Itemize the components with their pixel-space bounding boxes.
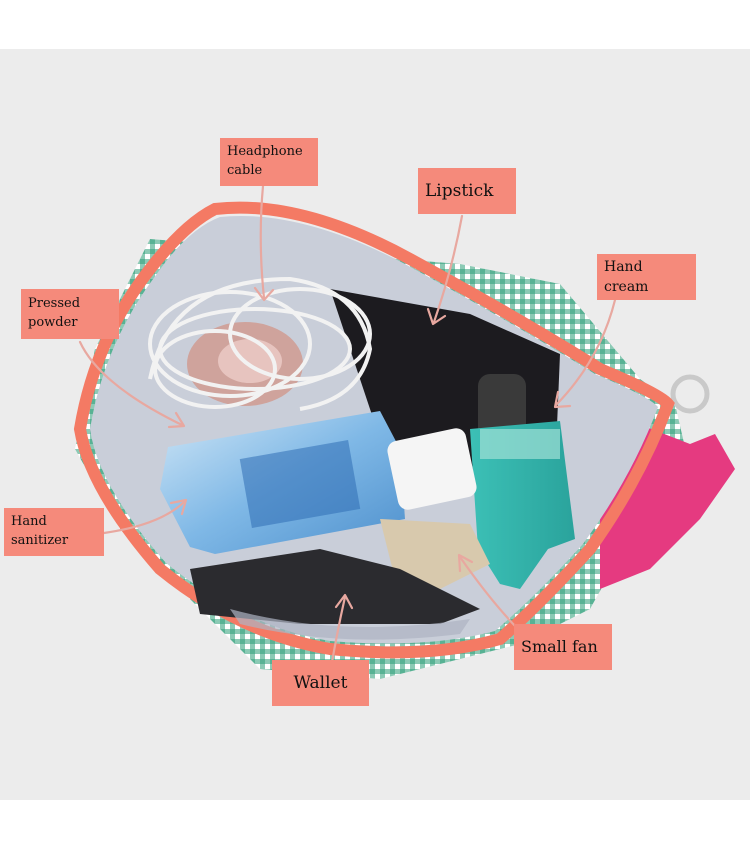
label-headphone-cable: Headphone cable bbox=[220, 138, 318, 186]
key-ring bbox=[670, 374, 710, 414]
label-wallet: Wallet bbox=[272, 660, 369, 706]
label-lipstick: Lipstick bbox=[418, 168, 516, 214]
wallet-object bbox=[190, 549, 480, 624]
label-hand-sanitizer: Hand sanitizer bbox=[4, 508, 104, 556]
sanitizer-label bbox=[239, 439, 361, 529]
label-hand-cream: Hand cream bbox=[597, 254, 696, 300]
cosmetic-bag-photo bbox=[0, 49, 750, 800]
hand-cream-object bbox=[470, 421, 575, 589]
sanitizer-cap bbox=[387, 428, 477, 510]
label-small-fan: Small fan bbox=[514, 624, 612, 670]
lining-shadow bbox=[230, 609, 470, 640]
hand-cream-label bbox=[480, 429, 560, 459]
label-pressed-powder: Pressed powder bbox=[21, 289, 119, 339]
